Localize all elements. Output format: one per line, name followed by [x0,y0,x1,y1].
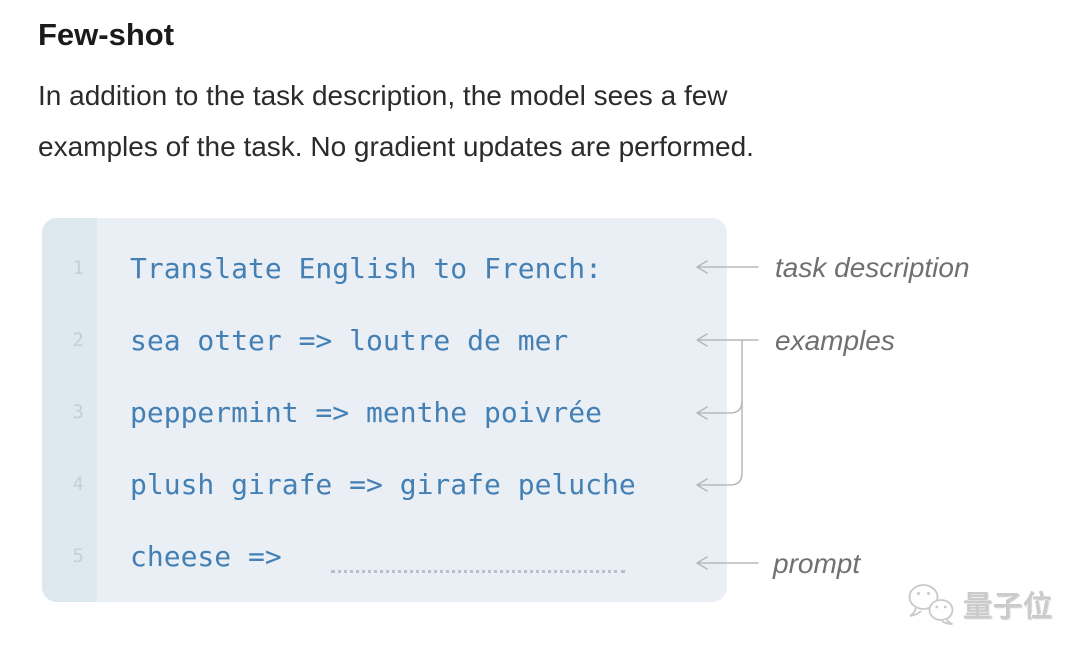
line-number: 5 [72,545,84,567]
code-line-text: peppermint => menthe poivrée [130,395,603,429]
arrowhead-example-line4 [696,478,708,492]
code-line-text: sea otter => loutre de mer [130,323,569,357]
label-examples: examples [775,325,895,356]
line-number-gutter [42,218,97,602]
line-number: 3 [72,401,84,423]
code-line-4: 4 plush girafe => girafe peluche [42,448,727,520]
code-line-3: 3 peppermint => menthe poivrée [42,376,727,448]
description-line-1: In addition to the task description, the… [38,80,728,111]
annotation-arrows [696,260,759,570]
wechat-logo-icon [908,584,954,625]
arrowhead-task-description [696,260,708,274]
label-task-description: task description [775,252,970,283]
label-prompt: prompt [773,548,861,579]
code-line-text: cheese => [130,539,282,573]
line-number: 4 [72,473,84,495]
code-line-1: 1 Translate English to French: [42,232,727,304]
arrowhead-prompt [696,556,708,570]
description-line-2: examples of the task. No gradient update… [38,131,754,162]
code-block: 1 Translate English to French: 2 sea ott… [42,218,727,602]
figure-description: In addition to the task description, the… [38,70,898,172]
code-line-text: plush girafe => girafe peluche [130,467,636,501]
watermark-text: 量子位 [963,591,1054,623]
code-lines: 1 Translate English to French: 2 sea ott… [42,232,727,592]
arrowhead-examples [696,333,708,347]
examples-bracket-branch [697,400,743,414]
examples-bracket-vertical [697,339,743,486]
figure-title: Few-shot [38,17,175,52]
prompt-completion-placeholder-line [331,570,625,573]
watermark: 量子位 [906,583,1053,625]
line-number: 2 [72,329,84,351]
code-line-2: 2 sea otter => loutre de mer [42,304,727,376]
code-line-text: Translate English to French: [130,251,603,285]
line-number: 1 [72,257,84,279]
code-line-5: 5 cheese => [42,520,727,592]
arrowhead-example-line3 [696,406,708,420]
